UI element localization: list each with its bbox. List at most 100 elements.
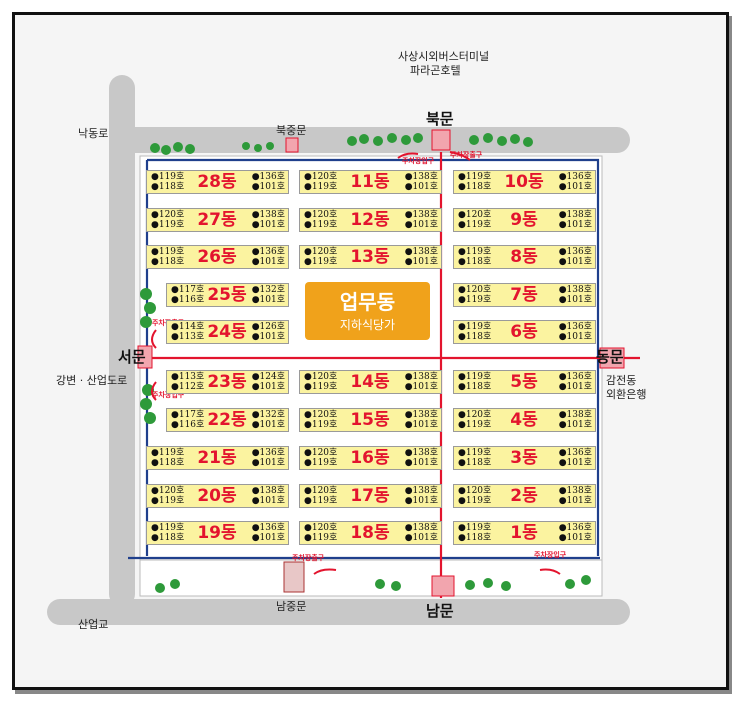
road-label-saneopgyo: 산업교 [78, 618, 109, 631]
building-left-units: ●120호●119호 [304, 410, 337, 430]
building-number: 23동 [207, 372, 247, 392]
building-right-units: ●138호●101호 [405, 172, 438, 192]
building-right-units: ●124호●101호 [252, 372, 285, 392]
unit-label: ●101호 [558, 458, 592, 468]
unit-label: ●136호 [251, 172, 285, 182]
building-left-units: ●119호●118호 [458, 448, 491, 468]
building-10: ●119호●118호 10동 ●136호●101호 [453, 170, 596, 194]
unit-label: ●119호 [304, 496, 338, 506]
trees-top [150, 133, 533, 155]
unit-label: ●119호 [458, 172, 492, 182]
building-right-units: ●136호●101호 [559, 172, 592, 192]
building-right-units: ●138호●101호 [559, 410, 592, 430]
unit-label: ●101호 [251, 220, 285, 230]
unit-label: ●138호 [251, 210, 285, 220]
building-number: 20동 [197, 486, 237, 506]
building-left-units: ●120호●119호 [458, 285, 491, 305]
unit-label: ●138호 [558, 410, 592, 420]
building-left-units: ●117호●116호 [171, 410, 204, 430]
west-gate-label: 서문 [118, 348, 146, 366]
unit-label: ●124호 [251, 372, 285, 382]
south-plaza [139, 559, 603, 597]
unit-label: ●136호 [251, 523, 285, 533]
unit-label: ●136호 [558, 523, 592, 533]
unit-label: ●138호 [404, 172, 438, 182]
south-gate-mark [431, 575, 455, 597]
building-number: 1동 [510, 523, 538, 543]
unit-label: ●138호 [558, 285, 592, 295]
unit-label: ●101호 [404, 257, 438, 267]
north-gate-label: 북문 [426, 110, 454, 128]
unit-label: ●120호 [151, 210, 185, 220]
unit-label: ●119호 [458, 523, 492, 533]
building-right-units: ●138호●101호 [405, 486, 438, 506]
unit-label: ●101호 [404, 382, 438, 392]
building-number: 15동 [350, 410, 390, 430]
unit-label: ●101호 [404, 496, 438, 506]
unit-label: ●120호 [304, 523, 338, 533]
office-building-box [305, 282, 430, 340]
building-right-units: ●132호●101호 [252, 285, 285, 305]
unit-label: ●119호 [304, 533, 338, 543]
unit-label: ●136호 [558, 372, 592, 382]
building-right-units: ●138호●101호 [405, 247, 438, 267]
building-number: 19동 [197, 523, 237, 543]
unit-label: ●136호 [558, 247, 592, 257]
unit-label: ●138호 [404, 410, 438, 420]
unit-label: ●136호 [558, 448, 592, 458]
building-left-units: ●119호●118호 [458, 372, 491, 392]
unit-label: ●118호 [458, 458, 492, 468]
unit-label: ●101호 [558, 382, 592, 392]
north-sub-gate-label: 북중문 [276, 124, 307, 137]
building-right-units: ●138호●101호 [252, 210, 285, 230]
building-number: 4동 [510, 410, 538, 430]
unit-label: ●119호 [458, 448, 492, 458]
building-number: 10동 [504, 172, 544, 192]
unit-label: ●101호 [558, 332, 592, 342]
building-right-units: ●138호●101호 [559, 210, 592, 230]
building-right-units: ●136호●101호 [252, 523, 285, 543]
building-number: 17동 [350, 486, 390, 506]
unit-label: ●119호 [151, 247, 185, 257]
unit-label: ●119호 [458, 372, 492, 382]
building-left-units: ●119호●118호 [458, 172, 491, 192]
building-left-units: ●119호●118호 [458, 523, 491, 543]
building-number: 21동 [197, 448, 237, 468]
unit-label: ●138호 [404, 372, 438, 382]
building-right-units: ●136호●101호 [252, 247, 285, 267]
trees-west [140, 288, 156, 424]
building-number: 28동 [197, 172, 237, 192]
unit-label: ●119호 [458, 420, 492, 430]
parking-label-west-bottom: 주차장입구 [152, 391, 185, 399]
office-building-subtitle: 지하식당가 [339, 318, 396, 332]
building-left-units: ●120호●119호 [458, 210, 491, 230]
building-left-units: ●120호●119호 [304, 372, 337, 392]
unit-label: ●114호 [171, 322, 205, 332]
unit-label: ●119호 [151, 220, 185, 230]
office-building-title: 업무동 [339, 290, 396, 314]
unit-label: ●138호 [404, 448, 438, 458]
unit-label: ●138호 [404, 523, 438, 533]
building-left-units: ●120호●119호 [458, 410, 491, 430]
east-gate-label: 동문 [596, 348, 624, 366]
unit-label: ●119호 [304, 382, 338, 392]
unit-label: ●120호 [458, 285, 492, 295]
unit-label: ●138호 [404, 486, 438, 496]
unit-label: ●119호 [304, 458, 338, 468]
unit-label: ●138호 [404, 210, 438, 220]
unit-label: ●101호 [558, 257, 592, 267]
unit-label: ●101호 [251, 420, 285, 430]
